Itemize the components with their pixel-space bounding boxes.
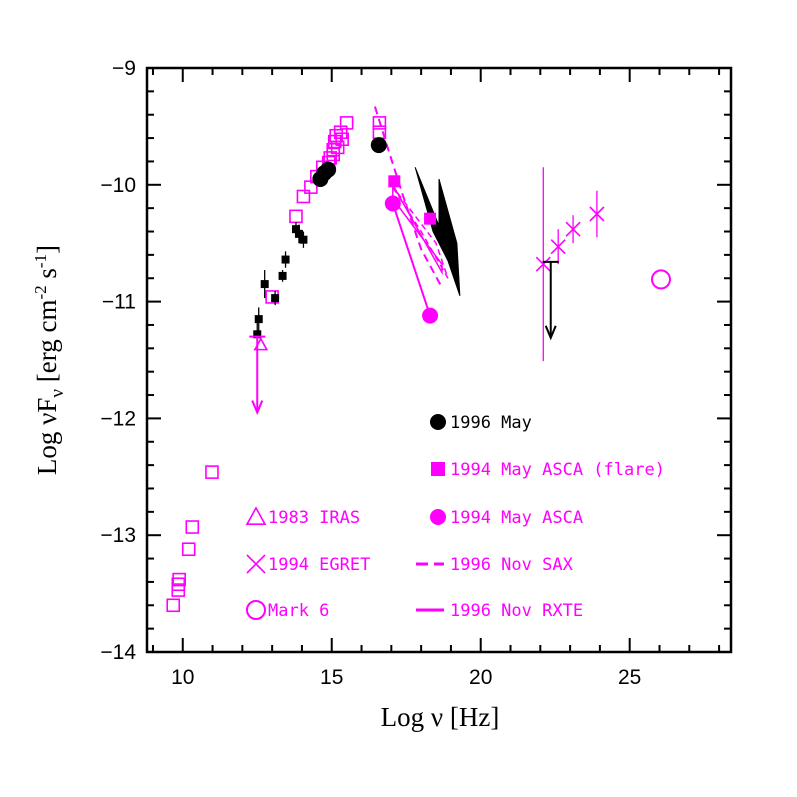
legend-label: 1983 IRAS xyxy=(268,508,360,528)
y-axis-title-unit2: s xyxy=(32,268,62,285)
data-point-open-square xyxy=(372,116,387,130)
rxte-solid-line xyxy=(391,203,432,316)
data-point-open-square xyxy=(166,598,181,613)
x-tick-label: 20 xyxy=(469,666,492,689)
legend-item: 1994 May ASCA xyxy=(430,508,583,528)
y-axis-title-sub: ν xyxy=(47,389,68,398)
data-point-open-circle xyxy=(650,269,671,290)
y-tick-label: −9 xyxy=(112,57,136,80)
x-tick-label: 15 xyxy=(320,666,343,689)
data-point-open-square xyxy=(296,189,311,204)
legend-label: 1996 Nov RXTE xyxy=(450,601,583,621)
data-point-open-square xyxy=(335,132,349,147)
y-tick-label: −12 xyxy=(100,407,136,430)
legend: 1996 May 1994 May ASCA (flare) 1983 IRAS 19… xyxy=(245,413,665,621)
data-point-open-square xyxy=(205,465,219,479)
data-point-filled-square xyxy=(424,212,437,225)
y-tick-label: −10 xyxy=(100,174,136,197)
data-point-cross xyxy=(565,221,581,237)
legend-item: 1996 May xyxy=(430,413,532,433)
data-point-filled-square xyxy=(294,229,303,238)
data-points xyxy=(166,116,671,613)
legend-swatch xyxy=(430,509,446,525)
upper-limit-arrowhead xyxy=(544,325,557,341)
y-axis-title-main: Log νF xyxy=(32,398,62,475)
x-tick-label: 10 xyxy=(171,666,194,689)
x-axis-title: Log ν [Hz] xyxy=(381,702,500,732)
y-axis-title-end: ] xyxy=(32,245,62,254)
y-axis-title-unit: [erg cm xyxy=(32,300,62,389)
legend-item: 1994 EGRET xyxy=(246,554,370,575)
y-tick-labels: −9 −10 −11 −12 −13 −14 xyxy=(100,57,136,664)
y-tick-label: −11 xyxy=(102,291,136,314)
data-point-filled-square xyxy=(291,225,300,234)
legend-swatch xyxy=(431,462,445,476)
data-point-filled-square xyxy=(254,315,263,324)
data-point-cross xyxy=(550,239,566,255)
data-point-filled-square xyxy=(260,280,269,289)
legend-label: 1994 May ASCA xyxy=(450,508,583,528)
black-bowtie xyxy=(414,167,461,296)
data-point-filled-square xyxy=(299,235,308,244)
legend-swatch xyxy=(430,414,446,430)
data-point-filled-circle xyxy=(384,195,401,212)
legend-label: Mark 6 xyxy=(268,601,329,621)
data-point-filled-square xyxy=(388,175,401,188)
legend-label: 1996 May xyxy=(450,413,532,433)
legend-item: 1994 May ASCA (flare) xyxy=(431,460,665,480)
x-tick-label: 25 xyxy=(618,666,641,689)
data-point-filled-circle xyxy=(320,161,337,178)
legend-item: Mark 6 xyxy=(246,600,329,621)
legend-item: 1996 Nov RXTE xyxy=(416,601,583,621)
y-axis-title-exp1: -2 xyxy=(31,285,50,299)
data-point-filled-square xyxy=(271,294,280,303)
legend-swatch xyxy=(245,506,267,526)
x-tick-labels: 10 15 20 25 xyxy=(171,666,641,689)
legend-swatch xyxy=(246,554,266,574)
legend-label: 1994 EGRET xyxy=(268,555,370,575)
data-point-open-square xyxy=(326,147,341,162)
legend-label: 1994 May ASCA (flare) xyxy=(450,460,665,480)
sax-dashed-line xyxy=(373,106,443,289)
legend-label: 1996 Nov SAX xyxy=(450,555,574,575)
data-point-open-square xyxy=(289,209,303,224)
axis-ticks xyxy=(147,68,731,653)
rxte-solid-band xyxy=(392,181,443,276)
data-point-filled-square xyxy=(281,255,290,264)
plot-frame xyxy=(145,66,733,654)
y-axis-title-exp2: -1 xyxy=(31,254,50,268)
y-tick-label: −13 xyxy=(100,524,136,547)
legend-swatch xyxy=(246,600,266,620)
upper-limit-arrowhead xyxy=(251,400,264,416)
data-point-open-square xyxy=(171,577,186,592)
data-point-filled-square xyxy=(278,271,287,280)
data-point-filled-square xyxy=(253,330,262,339)
data-point-open-square xyxy=(172,572,186,587)
data-point-cross xyxy=(535,256,551,272)
legend-item: 1983 IRAS xyxy=(245,506,360,528)
data-point-filled-circle xyxy=(370,137,387,154)
data-point-open-square xyxy=(339,116,354,130)
data-point-filled-circle xyxy=(422,307,439,324)
data-point-open-square xyxy=(330,140,345,155)
data-point-open-square xyxy=(181,542,196,557)
y-tick-label: −14 xyxy=(100,641,136,664)
data-point-open-square xyxy=(185,520,200,534)
data-point-cross xyxy=(589,206,605,222)
legend-item: 1996 Nov SAX xyxy=(416,555,574,575)
sax-dashed-bowtie xyxy=(390,184,449,279)
y-axis-title: Log νFν [erg cm-2 s-1] xyxy=(31,245,68,475)
sax-rxte-bands xyxy=(373,106,461,316)
